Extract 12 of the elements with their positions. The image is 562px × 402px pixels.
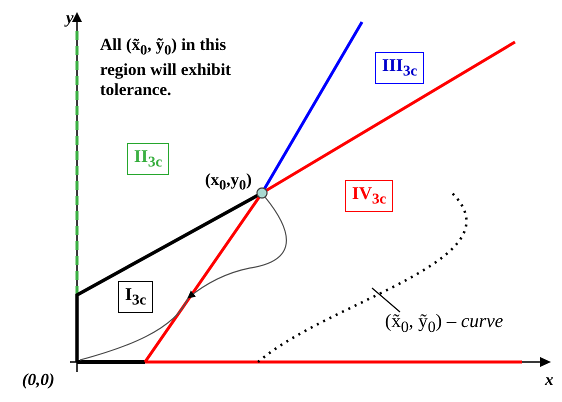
- point-label: (x$_{0}$,y$_{0}$): [205, 170, 252, 196]
- region-label: II$_{3c}$: [127, 143, 170, 175]
- region-label: I$_{3c}$: [118, 281, 154, 313]
- region-label: IV$_{3c}$: [345, 180, 394, 212]
- axis-label: x: [545, 370, 554, 390]
- origin-label: (0,0): [22, 370, 55, 390]
- leader-line: [372, 288, 400, 312]
- axis-label: y: [66, 8, 74, 28]
- curve-label: (x̃$_{0}$, ỹ$_{0}$) – curve: [385, 312, 504, 338]
- point-marker: [256, 187, 268, 199]
- region-label: III$_{3c}$: [375, 52, 424, 84]
- note-text: All (x̃$_{0}$, ỹ$_{0}$) in this region will exhibit tolerance.: [100, 35, 232, 100]
